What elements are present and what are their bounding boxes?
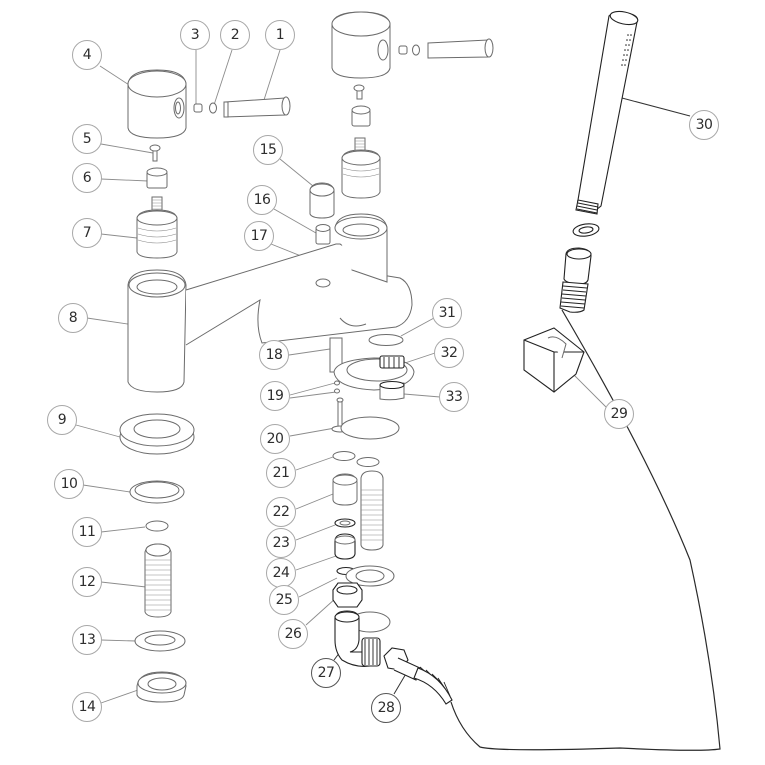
callout-1[interactable]: 1 [265, 20, 295, 50]
callout-20[interactable]: 20 [260, 424, 290, 454]
callout-28[interactable]: 28 [371, 693, 401, 723]
callout-19[interactable]: 19 [260, 381, 290, 411]
callout-10[interactable]: 10 [54, 469, 84, 499]
callout-13[interactable]: 13 [72, 625, 102, 655]
diverter-parts [309, 182, 335, 265]
diverter-outlet-stack [329, 334, 415, 667]
callout-4[interactable]: 4 [72, 40, 102, 70]
callout-14[interactable]: 14 [72, 692, 102, 722]
callout-22[interactable]: 22 [266, 497, 296, 527]
callout-8[interactable]: 8 [58, 303, 88, 333]
callout-7[interactable]: 7 [72, 218, 102, 248]
callout-9[interactable]: 9 [47, 405, 77, 435]
callout-26[interactable]: 26 [278, 619, 308, 649]
callout-30[interactable]: 30 [689, 110, 719, 140]
right-cartridge [341, 137, 381, 199]
callout-17[interactable]: 17 [244, 221, 274, 251]
right-handle-assembly [331, 11, 494, 127]
callout-3[interactable]: 3 [180, 20, 210, 50]
callout-16[interactable]: 16 [247, 185, 277, 215]
leader-lines [75, 49, 691, 704]
hose-assembly [383, 309, 721, 751]
callout-32[interactable]: 32 [434, 338, 464, 368]
callout-5[interactable]: 5 [72, 124, 102, 154]
callout-21[interactable]: 21 [266, 458, 296, 488]
callout-11[interactable]: 11 [72, 517, 102, 547]
callout-24[interactable]: 24 [266, 558, 296, 588]
callout-12[interactable]: 12 [72, 567, 102, 597]
callout-29[interactable]: 29 [604, 399, 634, 429]
callout-2[interactable]: 2 [220, 20, 250, 50]
callout-6[interactable]: 6 [72, 163, 102, 193]
callout-31[interactable]: 31 [432, 298, 462, 328]
left-mounting-parts [119, 413, 195, 703]
callout-25[interactable]: 25 [269, 585, 299, 615]
tap-body [127, 213, 413, 393]
callout-15[interactable]: 15 [253, 135, 283, 165]
hand-shower-assembly [523, 10, 639, 393]
callout-18[interactable]: 18 [259, 340, 289, 370]
callout-27[interactable]: 27 [311, 658, 341, 688]
left-cartridge-stack [136, 144, 178, 259]
spray-holes [621, 34, 632, 66]
callout-23[interactable]: 23 [266, 528, 296, 558]
callout-33[interactable]: 33 [439, 382, 469, 412]
left-handle-assembly [127, 69, 291, 139]
